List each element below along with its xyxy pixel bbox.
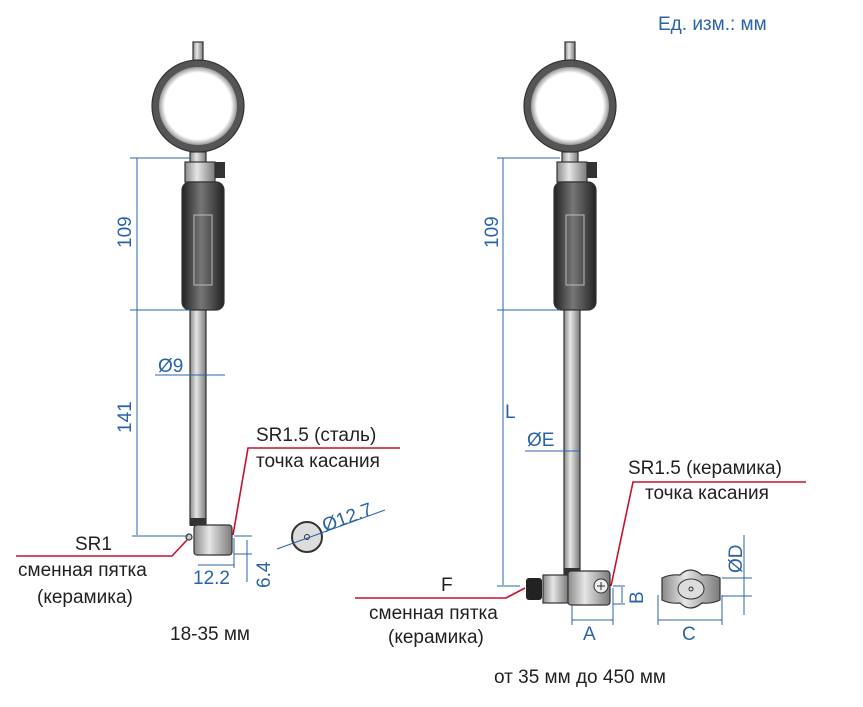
dial-face [159, 67, 237, 145]
rod-diameter: ØE [527, 430, 554, 451]
dim-a: A [583, 624, 596, 645]
anvil-label: F [441, 575, 453, 596]
dim-handle: 109 [482, 216, 503, 248]
dim-width: 12.2 [193, 568, 230, 589]
tip-label: SR1.5 (сталь) [256, 425, 376, 446]
lock-screw [215, 162, 225, 178]
dim-rod: L [505, 402, 516, 423]
head-diameter: Ø12.7 [320, 499, 376, 536]
dim-rod: 141 [115, 401, 136, 433]
anvil-caption-1: сменная пятка [369, 603, 498, 624]
range-label: от 35 мм до 450 мм [494, 667, 666, 688]
rod [189, 309, 207, 526]
rod-diameter: Ø9 [158, 356, 183, 377]
dim-d: ØD [726, 545, 747, 574]
measuring-head [193, 524, 233, 556]
tip-label: SR1.5 (керамика) [628, 458, 782, 479]
tip-caption: точка касания [256, 451, 380, 472]
anvil-caption-2: (керамика) [37, 587, 133, 608]
dim-height: 6.4 [254, 561, 275, 588]
dim-c: C [682, 624, 696, 645]
units-label: Ед. изм.: мм [658, 14, 767, 35]
left-gauge: 109 141 Ø9 12.2 6.4 Ø12.7 SR1.5 (сталь) … [16, 41, 400, 645]
anvil-caption-2: (керамика) [388, 627, 484, 648]
anvil-label: SR1 [75, 534, 112, 555]
range-label: 18-35 мм [170, 624, 250, 645]
dim-handle: 109 [115, 216, 136, 248]
head-end-view [291, 521, 323, 553]
anvil-caption-1: сменная пятка [18, 560, 147, 581]
handle-grip [181, 181, 225, 311]
right-gauge: 109 L ØE A B C ØD SR1.5 (керамика) точка… [355, 41, 806, 688]
dim-b: B [627, 591, 648, 604]
tip-caption: точка касания [645, 483, 769, 504]
